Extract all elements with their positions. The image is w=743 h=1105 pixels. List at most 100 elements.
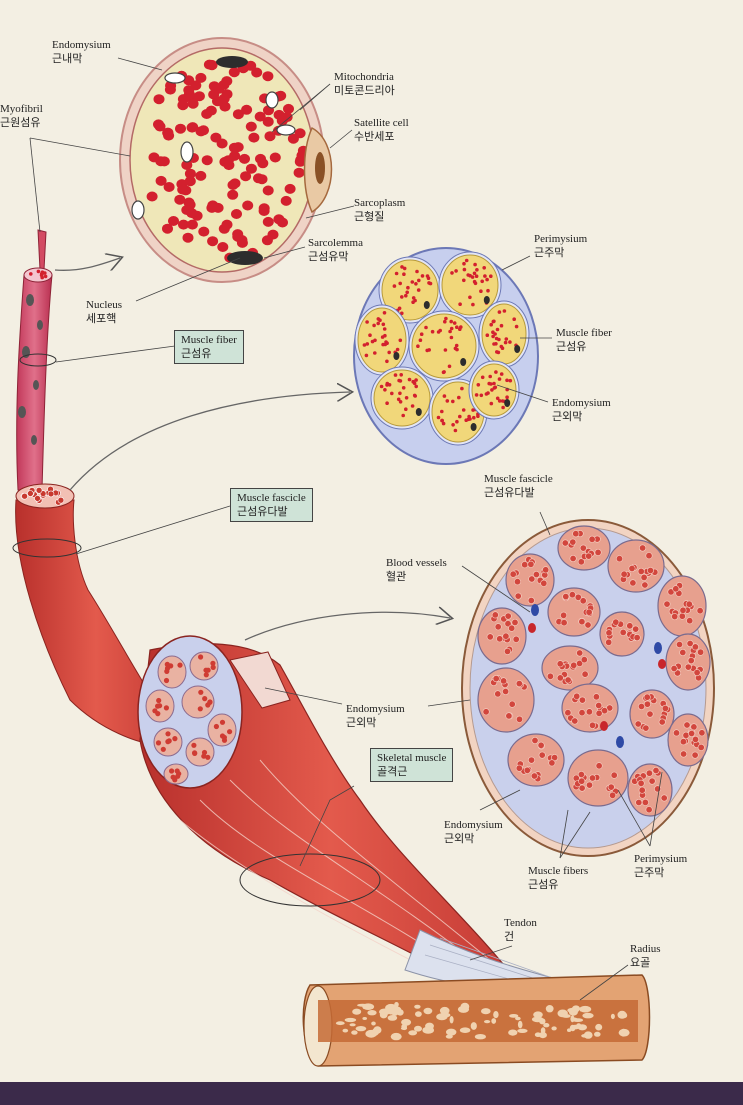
fiber-dot <box>646 710 654 718</box>
myofibril-dot <box>475 268 479 272</box>
myofibril-dot <box>402 272 406 277</box>
fiber-nucleus-shape <box>37 320 43 330</box>
fascicle-cell <box>477 667 535 733</box>
myofibril-dot <box>206 59 218 70</box>
fiber-dot <box>572 530 580 538</box>
myofibril-dot <box>177 100 189 111</box>
fiber-nucleus-shape <box>31 435 37 445</box>
end-fiber-dot <box>176 771 182 777</box>
fascicle-end-dot <box>27 490 34 497</box>
myofibril-dot <box>449 319 454 324</box>
myofibril-dot <box>262 216 274 227</box>
fiber-dot <box>491 611 499 619</box>
bone-spot <box>344 1017 357 1023</box>
fiber-dot <box>646 566 654 574</box>
fiber-dot <box>645 769 653 777</box>
fiber-dot <box>509 570 517 578</box>
fiber-dot <box>514 592 522 600</box>
fiber-dot <box>513 578 521 586</box>
fiber-dot <box>638 786 646 794</box>
myofibril-dot <box>466 273 471 277</box>
myofibril-dot <box>175 123 186 134</box>
fiber-dot <box>564 709 572 717</box>
myofibril-dot <box>227 180 239 190</box>
fiber-dot <box>585 608 593 616</box>
blood-vessel-shape <box>531 604 539 616</box>
myofibril-dot <box>400 295 404 299</box>
myofibril-dot <box>218 93 230 104</box>
myofibril-dot <box>177 184 189 195</box>
fiber-dot <box>573 692 581 700</box>
bone-spot <box>408 1030 418 1036</box>
myofibril-dot <box>198 125 209 136</box>
fiber-dot <box>496 635 504 643</box>
end-fiber-dot <box>202 696 208 702</box>
satellite-nucleus-shape <box>315 152 325 184</box>
myofibril-dot <box>385 359 389 364</box>
myofibril-dot <box>490 388 494 392</box>
myofibril-dot <box>181 160 193 170</box>
myofibril-dot <box>228 142 240 153</box>
end-fascicle <box>185 737 215 767</box>
fiber-dot <box>500 677 508 685</box>
myofibril-dot <box>253 173 264 184</box>
myofibril-dot <box>240 171 252 182</box>
myofibril-dot <box>198 226 210 237</box>
myofibril-dot <box>470 275 475 279</box>
fiber-dot <box>580 656 588 664</box>
fiber-dot <box>628 564 636 572</box>
fiber-dot <box>661 704 669 712</box>
bone-spot <box>481 1008 491 1015</box>
fiber-dot <box>610 771 618 779</box>
myofibril-dot <box>158 156 170 167</box>
muscle-cross-section <box>461 519 715 857</box>
end-fiber-dot <box>207 699 213 705</box>
myofibril-dot <box>222 155 234 166</box>
myofibril-dot <box>393 373 398 377</box>
end-fiber-dot <box>191 742 197 748</box>
bone-spot <box>531 1016 544 1023</box>
myofibril-dot <box>218 223 230 234</box>
blood-vessel-shape <box>654 642 662 654</box>
fiber-dot <box>561 539 569 547</box>
myofibril-dot <box>182 232 194 243</box>
fiber-dot <box>626 622 634 630</box>
myofibril-dot <box>153 94 165 105</box>
fiber-dot <box>515 715 523 723</box>
myofibril-dot <box>443 319 447 324</box>
fascicle-end-dot <box>21 492 28 500</box>
myofibril-dot <box>445 399 450 403</box>
myofibril-dot <box>262 71 274 82</box>
fiber-dot <box>690 723 698 731</box>
nucleus-dot <box>393 352 400 360</box>
myofibril-dot <box>398 281 403 286</box>
bone-spot <box>445 1034 453 1039</box>
myofibril-dot <box>231 209 242 219</box>
fiber-dot <box>578 777 586 785</box>
fiber-dot <box>691 751 699 759</box>
nucleus-dot <box>460 358 467 366</box>
myofibril-dot <box>383 388 387 392</box>
myofibril-dot <box>365 320 369 324</box>
fiber-dot <box>560 611 568 619</box>
fiber-dot <box>592 693 600 701</box>
myofibril-dot <box>493 385 498 390</box>
bone-spot <box>583 1031 593 1039</box>
bone-spot <box>533 1011 543 1018</box>
fiber-dot <box>679 606 687 614</box>
myofibril-dot <box>396 397 401 402</box>
blood-vessel-shape <box>616 736 624 748</box>
myofibril-dot <box>462 261 466 266</box>
end-fiber-dot <box>219 719 226 725</box>
myofibril-dot <box>280 195 292 206</box>
blood-vessel-shape <box>600 721 608 731</box>
bone-spot <box>394 1002 399 1007</box>
nucleus-dot <box>514 345 521 353</box>
fiber-dot <box>605 638 613 646</box>
fiber-nucleus-shape <box>18 406 26 418</box>
myofibril-dot <box>508 378 513 383</box>
myofibril-dot <box>206 202 218 213</box>
